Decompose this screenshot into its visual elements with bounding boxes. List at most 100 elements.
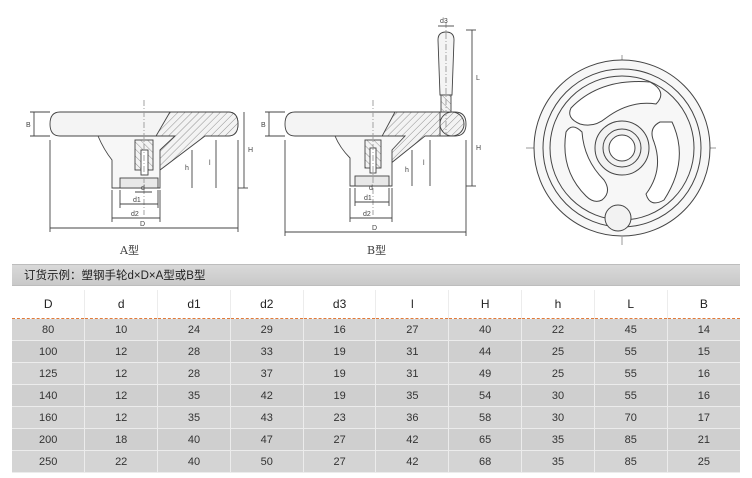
column-header-h: h: [521, 290, 595, 319]
table-cell: 55: [593, 340, 668, 363]
table-cell: 54: [448, 384, 522, 407]
front-view-drawing: [526, 55, 718, 245]
table-cell: 30: [521, 406, 595, 429]
table-cell: 40: [157, 450, 231, 473]
table-cell: 25: [521, 340, 595, 363]
dim-label-d1: d1: [364, 195, 372, 202]
dim-label-d: d: [369, 185, 373, 192]
order-example-bar: 订货示例：塑钢手轮d×D×A型或B型: [12, 264, 740, 286]
dim-label-l: l: [209, 160, 211, 167]
table-cell: 140: [12, 384, 85, 407]
table-cell: 31: [375, 340, 449, 363]
dim-label-d2: d2: [363, 211, 371, 218]
table-cell: 42: [375, 450, 449, 473]
column-header-h: H: [448, 290, 522, 319]
table-cell: 30: [521, 384, 595, 407]
dim-label-h-lower: h: [185, 165, 189, 172]
table-cell: 15: [666, 340, 740, 363]
table-cell: 65: [448, 428, 522, 451]
table-cell: 10: [84, 318, 158, 341]
table-cell: 24: [157, 318, 231, 341]
table-cell: 35: [375, 384, 449, 407]
dim-label-d1: d1: [133, 197, 141, 204]
table-cell: 36: [375, 406, 449, 429]
type-a-drawing: [30, 100, 248, 232]
dim-label-d: d: [141, 185, 145, 192]
column-header-l: L: [593, 290, 668, 319]
dim-label-b: B: [261, 122, 266, 129]
table-cell: 22: [521, 318, 595, 341]
dim-label-d2: d2: [131, 211, 139, 218]
table-cell: 35: [521, 428, 595, 451]
table-cell: 12: [84, 384, 158, 407]
table-cell: 28: [157, 340, 231, 363]
dim-label-b: B: [26, 122, 31, 129]
table-cell: 29: [229, 318, 304, 341]
table-cell: 17: [666, 406, 740, 429]
type-b-dimension-labels: B d3 L H l h d d1 d2 D: [261, 18, 481, 232]
column-header-d2: d2: [229, 290, 304, 319]
table-cell: 16: [302, 318, 376, 341]
table-cell: 80: [12, 318, 85, 341]
column-header-l: l: [375, 290, 449, 319]
table-cell: 27: [375, 318, 449, 341]
column-header-b: B: [666, 290, 740, 319]
type-b-drawing: [265, 22, 476, 236]
table-cell: 42: [375, 428, 449, 451]
dim-label-h-upper: H: [476, 145, 481, 152]
table-cell: 44: [448, 340, 522, 363]
table-cell: 22: [84, 450, 158, 473]
table-cell: 14: [666, 318, 740, 341]
type-a-dimension-labels: B H l h d d1 d2 D: [26, 122, 253, 228]
table-cell: 200: [12, 428, 85, 451]
dim-label-h-upper: H: [248, 147, 253, 154]
dim-label-l: l: [423, 160, 425, 167]
table-cell: 50: [229, 450, 304, 473]
table-cell: 23: [302, 406, 376, 429]
table-cell: 12: [84, 340, 158, 363]
table-cell: 25: [666, 450, 740, 473]
column-header-d: d: [84, 290, 158, 319]
table-cell: 19: [302, 362, 376, 385]
table-cell: 100: [12, 340, 85, 363]
table-cell: 85: [593, 450, 668, 473]
table-cell: 19: [302, 384, 376, 407]
dim-label-d-outer: D: [372, 225, 377, 232]
table-cell: 47: [229, 428, 304, 451]
table-cell: 125: [12, 362, 85, 385]
table-cell: 35: [157, 406, 231, 429]
table-cell: 31: [375, 362, 449, 385]
table-cell: 19: [302, 340, 376, 363]
table-cell: 16: [666, 384, 740, 407]
table-cell: 35: [157, 384, 231, 407]
table-cell: 42: [229, 384, 304, 407]
table-cell: 85: [593, 428, 668, 451]
dim-label-d-outer: D: [140, 221, 145, 228]
table-cell: 37: [229, 362, 304, 385]
table-cell: 160: [12, 406, 85, 429]
dim-label-h-lower: h: [405, 167, 409, 174]
table-cell: 49: [448, 362, 522, 385]
column-header-d-outer: D: [12, 290, 85, 319]
caption-type-b: B型: [367, 244, 387, 257]
table-cell: 25: [521, 362, 595, 385]
caption-type-a: A型: [120, 244, 139, 257]
table-cell: 33: [229, 340, 304, 363]
table-cell: 12: [84, 406, 158, 429]
column-header-d1: d1: [157, 290, 231, 319]
table-cell: 16: [666, 362, 740, 385]
table-cell: 27: [302, 450, 376, 473]
dim-label-d3: d3: [440, 18, 448, 25]
table-cell: 28: [157, 362, 231, 385]
table-cell: 55: [593, 384, 668, 407]
